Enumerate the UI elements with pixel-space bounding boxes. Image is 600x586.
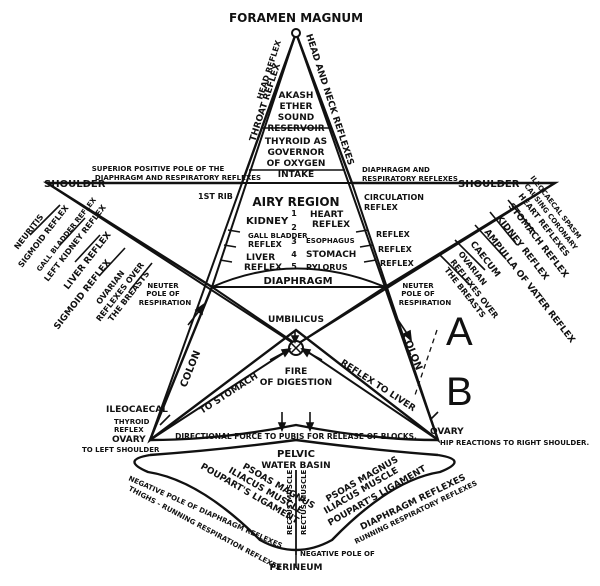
akash-label: AKASH: [279, 91, 314, 101]
neuter-left-line-3: RESPIRATION: [139, 299, 192, 307]
shoulder-right-label: SHOULDER: [458, 179, 520, 190]
neg-pole-bottom-label: NEGATIVE POLE OF: [300, 550, 375, 558]
fire-label: FIRE: [285, 367, 308, 377]
foramen-magnum-point: [291, 28, 301, 38]
flow-arrows: [159, 303, 439, 433]
governor-label: GOVERNOR: [268, 148, 325, 158]
esophagus-label: ESOPHAGUS: [306, 237, 355, 245]
center-number-1: 1: [291, 209, 297, 218]
liver-reflex-center-label: REFLEX: [244, 263, 282, 273]
kidney-center-label: KIDNEY: [246, 216, 289, 227]
ether-label: ETHER: [280, 102, 313, 112]
intake-label: INTAKE: [278, 170, 314, 180]
thyroid-reflex-line-1: THYROID: [114, 418, 150, 426]
diaphragm-label: DIAPHRAGM: [263, 276, 332, 287]
of-digestion-label: OF DIGESTION: [260, 378, 332, 388]
marker-b: B: [446, 370, 473, 414]
colon-right-label: COLON: [399, 332, 424, 372]
reflex-ticks: [29, 199, 536, 291]
shoulder-left-label: SHOULDER: [44, 179, 106, 190]
reflex-to-liver-label: REFLEX TO LIVER: [338, 358, 417, 414]
to-stomach-label: TO STOMACH: [198, 371, 260, 416]
circulation-label: CIRCULATION: [364, 193, 424, 202]
causing-coronary-label: CAUSING CORONARY: [522, 182, 579, 252]
reflex-1-label: REFLEX: [376, 230, 411, 239]
foramen-magnum-label: FORAMEN MAGNUM: [229, 11, 363, 25]
ovary-right-label: OVARY: [430, 427, 464, 437]
gall-bladder-center-label: GALL BLADDER: [248, 232, 308, 240]
diaphragm-and-right-label: DIAPHRAGM AND: [362, 166, 430, 174]
respiratory-reflexes-right-label: RESPIRATORY REFLEXES: [362, 175, 458, 183]
gall-bladder-reflex-center-label: REFLEX: [248, 240, 283, 249]
marker-pointer: [414, 329, 438, 396]
first-rib-label: 1ST RIB: [198, 192, 233, 201]
umbilicus-symbol: [288, 340, 304, 356]
water-basin-label: WATER BASIN: [261, 461, 330, 471]
airy-region-label: AIRY REGION: [252, 195, 339, 209]
reflex-3-label: REFLEX: [380, 259, 415, 268]
thyroid-as-label: THYROID AS: [265, 137, 327, 147]
heart-label: HEART: [310, 210, 344, 220]
colon-left-label: COLON: [179, 349, 204, 389]
rectus-1-label: RECTUS MUSCLE: [286, 469, 294, 535]
star-outline: [42, 29, 560, 444]
umbilicus-label: UMBILICUS: [268, 315, 324, 325]
heart-reflex-label: REFLEX: [312, 220, 350, 230]
diaphragm-respiratory-left-label: DIAPHRAGM AND RESPIRATORY REFLEXES: [95, 174, 261, 182]
pylorus-label: PYLORUS: [306, 263, 348, 272]
hip-reactions-label: HIP REACTIONS TO RIGHT SHOULDER.: [440, 439, 589, 447]
pelvic-label: PELVIC: [277, 449, 315, 460]
neuter-right-line-2: POLE OF: [401, 290, 435, 298]
reflex-2-label: REFLEX: [378, 245, 413, 254]
marker-a: A: [446, 310, 473, 354]
neuter-left-line-2: POLE OF: [146, 290, 180, 298]
perineum-label: PERINEUM: [270, 563, 323, 573]
to-left-shoulder-label: TO LEFT SHOULDER: [82, 446, 160, 454]
reservoir-label: RESERVOIR: [267, 124, 324, 134]
center-number-2: 2: [291, 223, 297, 232]
neuter-right-line-3: RESPIRATION: [399, 299, 452, 307]
neuter-right-line-1: NEUTER: [402, 282, 434, 290]
sound-label: SOUND: [278, 113, 314, 123]
liver-center-label: LIVER: [246, 253, 275, 263]
circulation-reflex-label: REFLEX: [364, 203, 399, 212]
center-number-4: 4: [291, 250, 297, 259]
ovary-left-label: OVARY: [112, 435, 146, 445]
directional-force-label: DIRECTIONAL FORCE TO PUBIS FOR RELEASE O…: [175, 432, 417, 441]
neuter-left-line-1: NEUTER: [147, 282, 179, 290]
rectus-2-label: RECTUS MUSCLE: [300, 469, 308, 535]
center-number-5: 5: [291, 262, 297, 271]
thyroid-reflex-line-2: REFLEX: [114, 426, 144, 434]
ileocaecal-label: ILEOCAECAL: [106, 405, 168, 415]
stomach-center-label: STOMACH: [306, 250, 356, 260]
superior-pole-label: SUPERIOR POSITIVE POLE OF THE: [92, 165, 225, 173]
center-number-3: 3: [291, 237, 297, 246]
of-oxygen-label: OF OXYGEN: [267, 159, 326, 169]
pelvic-basin: [133, 423, 456, 568]
